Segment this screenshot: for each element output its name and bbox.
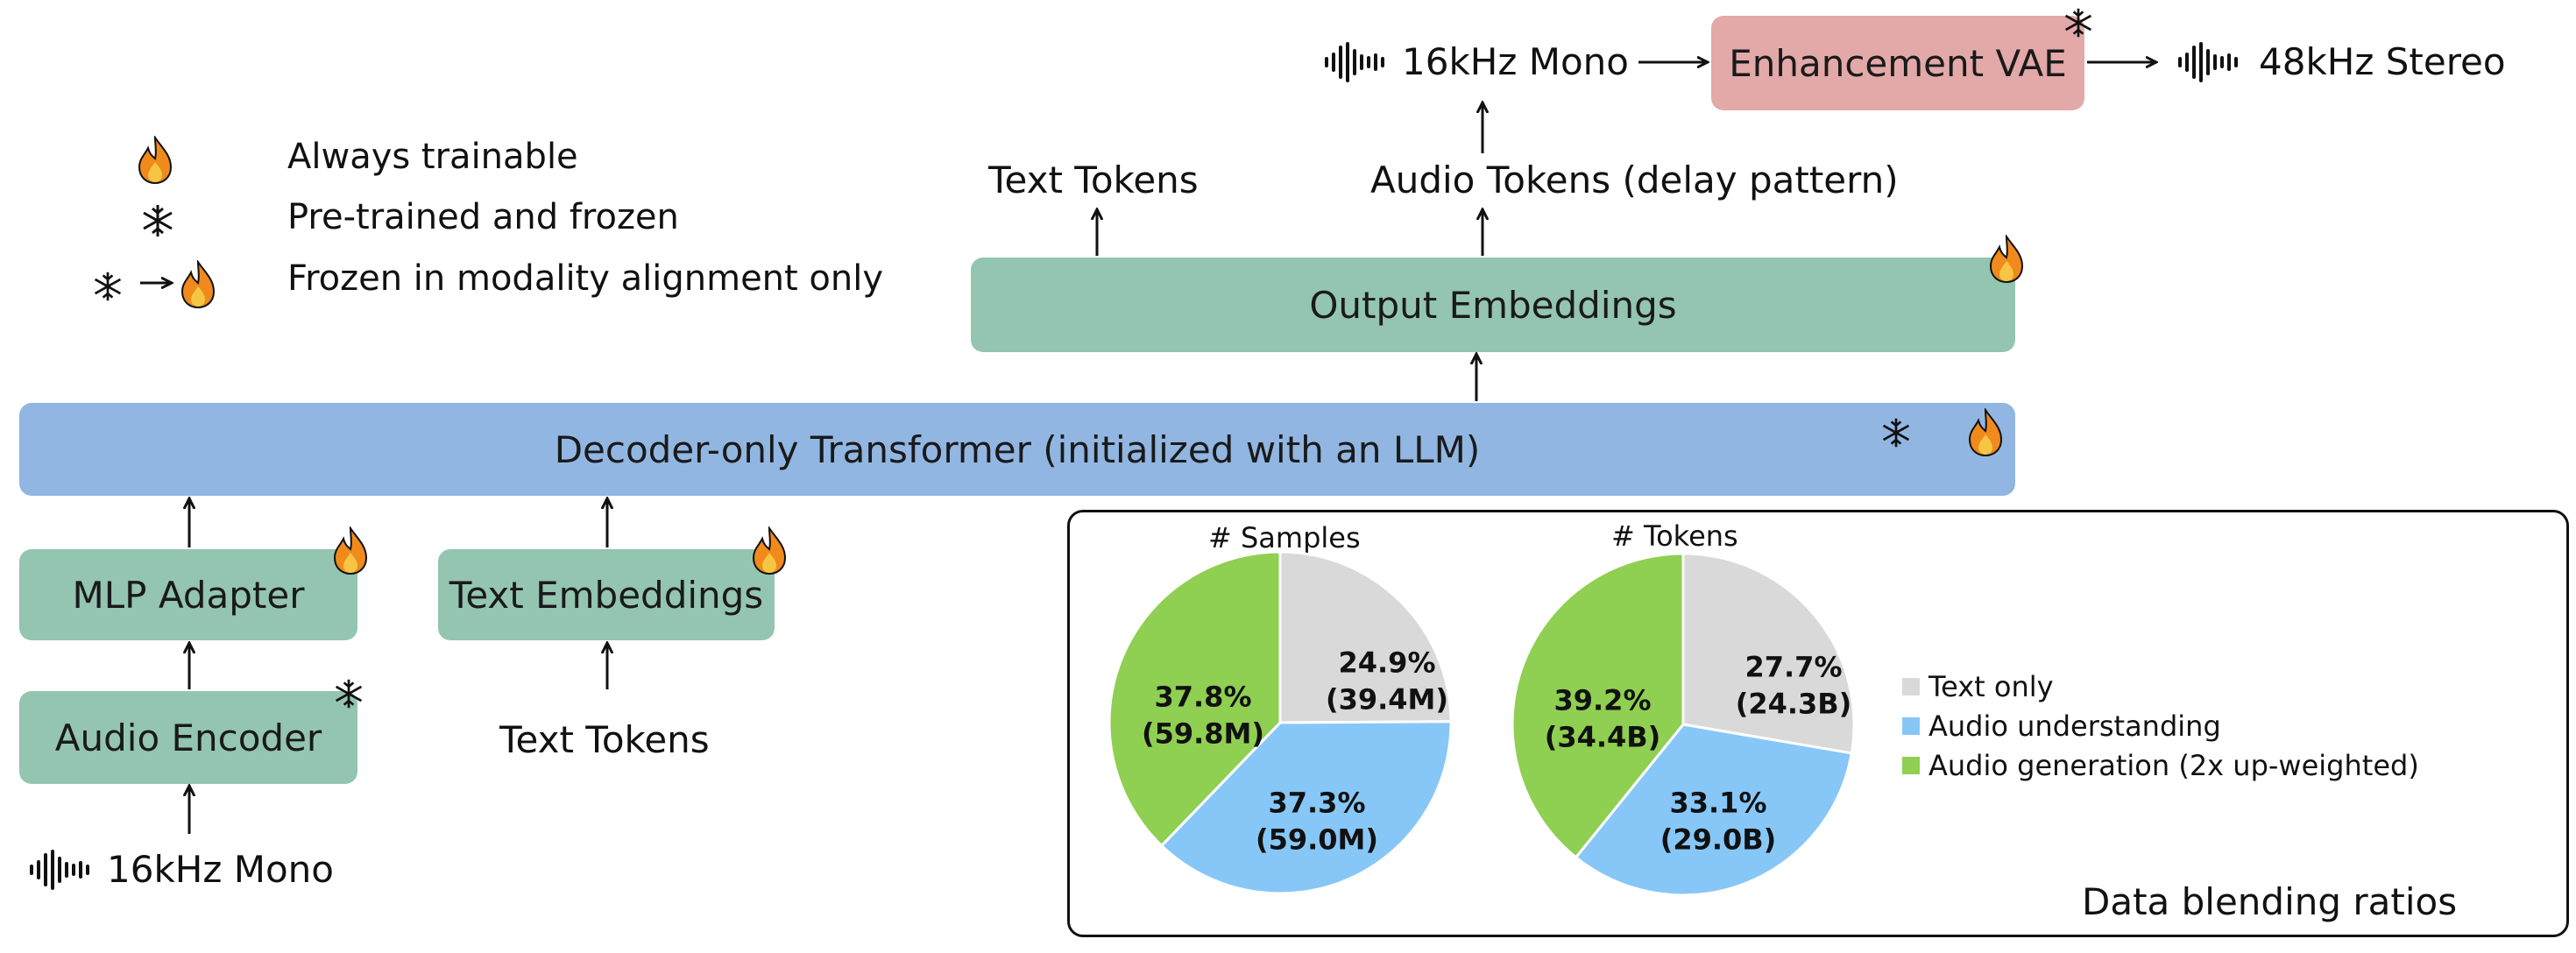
pie-slice-tokens-0 bbox=[1681, 552, 1856, 755]
snowflake-icon bbox=[1880, 417, 1912, 452]
flame-icon bbox=[1966, 406, 2005, 461]
audio-encoder-box: Audio Encoder bbox=[19, 691, 357, 784]
pie-title-tokens: # Tokens bbox=[1611, 519, 1738, 553]
data-blending-panel: # Samples # Tokens 24.9%(39.4M) 37.3%(59… bbox=[1067, 510, 2569, 937]
pie-label-samples-understanding: 37.3%(59.0M) bbox=[1255, 786, 1379, 856]
pie-label-tokens-text: 27.7%(24.3B) bbox=[1735, 650, 1852, 720]
transformer-box: Decoder-only Transformer (initialized wi… bbox=[19, 403, 2015, 496]
top-output-audio-label: 48kHz Stereo bbox=[2259, 40, 2506, 83]
pie-charts bbox=[1108, 550, 1856, 897]
pie-label-tokens-generation: 39.2%(34.4B) bbox=[1544, 683, 1661, 753]
text-embeddings-box: Text Embeddings bbox=[438, 549, 775, 640]
text-embeddings-label: Text Embeddings bbox=[449, 573, 764, 617]
pie-slice-samples-0 bbox=[1278, 550, 1453, 724]
output-embeddings-box: Output Embeddings bbox=[971, 258, 2015, 352]
top-input-audio-label: 16kHz Mono bbox=[1402, 40, 1629, 83]
snowflake-icon bbox=[2063, 7, 2094, 42]
pie-slice-tokens-2 bbox=[1511, 552, 1685, 859]
swatch-audio-generation bbox=[1902, 757, 1920, 774]
pie-slice-tokens-1 bbox=[1574, 723, 1853, 897]
input-text-tokens-label: Text Tokens bbox=[499, 718, 710, 761]
enhancement-vae-label: Enhancement VAE bbox=[1729, 41, 2067, 85]
swatch-audio-understanding bbox=[1902, 717, 1920, 735]
waveform-icon bbox=[26, 850, 96, 893]
legend-pretrained-frozen: Pre-trained and frozen bbox=[287, 197, 679, 237]
snowflake-icon bbox=[333, 678, 364, 713]
output-embeddings-label: Output Embeddings bbox=[1309, 283, 1677, 327]
mlp-adapter-box: MLP Adapter bbox=[19, 549, 357, 640]
enhancement-vae-box: Enhancement VAE bbox=[1711, 16, 2084, 110]
pie-label-samples-text: 24.9%(39.4M) bbox=[1325, 646, 1449, 716]
input-audio-label: 16kHz Mono bbox=[107, 848, 334, 891]
panel-title: Data blending ratios bbox=[2082, 880, 2458, 923]
pie-slice-samples-2 bbox=[1108, 550, 1282, 848]
pie-slice-samples-1 bbox=[1159, 720, 1453, 895]
waveform-icon bbox=[1323, 42, 1390, 86]
flame-icon bbox=[331, 525, 370, 579]
swatch-text-only bbox=[1902, 678, 1920, 695]
output-audio-tokens-label: Audio Tokens (delay pattern) bbox=[1370, 159, 1899, 201]
flame-icon bbox=[179, 258, 217, 313]
audio-encoder-label: Audio Encoder bbox=[54, 716, 322, 759]
legend-frozen-alignment: Frozen in modality alignment only bbox=[287, 258, 884, 299]
waveform-icon bbox=[2176, 42, 2243, 86]
pie-title-samples: # Samples bbox=[1208, 521, 1361, 554]
output-text-tokens-label: Text Tokens bbox=[988, 159, 1199, 201]
pie-label-tokens-understanding: 33.1%(29.0B) bbox=[1660, 786, 1777, 856]
transformer-label: Decoder-only Transformer (initialized wi… bbox=[554, 427, 1481, 471]
snowflake-icon bbox=[140, 203, 175, 242]
flame-icon bbox=[750, 525, 789, 579]
snowflake-icon bbox=[92, 271, 124, 306]
flame-icon bbox=[1987, 233, 2026, 287]
pie-legend-audio-generation: Audio generation (2x up-weighted) bbox=[1902, 749, 2419, 782]
pie-label-samples-generation: 37.8%(59.8M) bbox=[1141, 680, 1265, 750]
legend-always-trainable: Always trainable bbox=[287, 137, 578, 177]
mlp-adapter-label: MLP Adapter bbox=[72, 573, 305, 617]
pie-legend-text-only: Text only bbox=[1902, 670, 2054, 703]
flame-icon bbox=[136, 134, 174, 188]
pie-legend-audio-understanding: Audio understanding bbox=[1902, 709, 2221, 743]
